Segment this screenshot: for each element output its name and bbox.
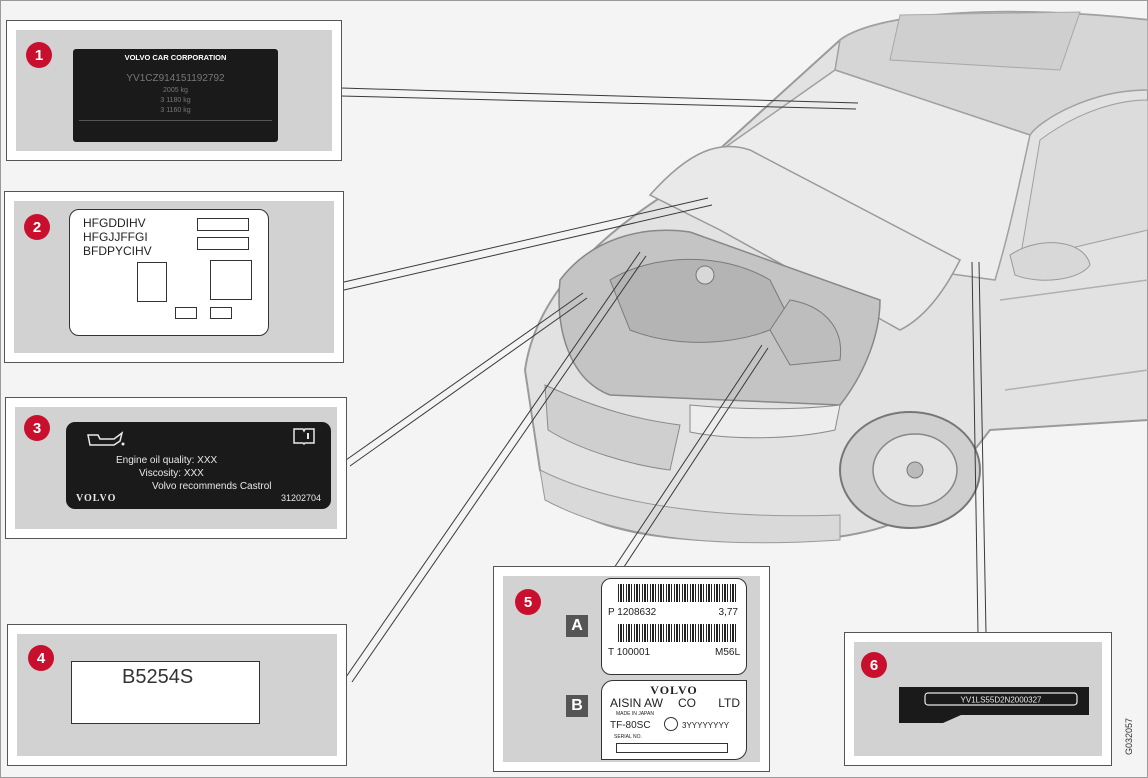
barcode-a-top	[618, 584, 736, 602]
type-label-box-2	[197, 237, 249, 250]
gearbox-b-brand: VOLVO	[650, 683, 698, 697]
grille	[544, 384, 681, 471]
oil-recommend-text: Volvo recommends Castrol	[152, 481, 272, 492]
engine-code-text: B5254S	[122, 666, 194, 688]
gearbox-a-t-code: T 100001	[608, 647, 651, 658]
gearbox-a-ratio: 3,77	[718, 607, 738, 618]
vin-plate-divider	[79, 120, 272, 121]
air-filter-box	[769, 299, 842, 366]
gearbox-b-serial: 3YYYYYYYY	[682, 721, 730, 730]
side-window	[1019, 99, 1148, 261]
windscreen-vin-label: YV1LS55D2N2000327	[899, 687, 1089, 723]
vin-plate-line-b: 3 1180 kg	[160, 97, 191, 104]
leader-lines	[340, 87, 987, 683]
bumper	[539, 469, 841, 544]
gearbox-label-b: VOLVO AISIN AW CO LTD MADE IN JAPAN TF-8…	[601, 680, 747, 760]
vin-plate-line-a: 2005 kg	[163, 87, 188, 94]
vin-plate-heading: VOLVO CAR CORPORATION	[124, 53, 227, 62]
engine-logo	[695, 265, 715, 285]
badge-2: 2	[24, 214, 50, 240]
type-label-line-2: HFGJJFFGI	[83, 230, 148, 244]
panel-6: 6 YV1LS55D2N2000327	[844, 632, 1112, 766]
gearbox-b-ltd: LTD	[718, 696, 740, 710]
type-label-box-1	[197, 218, 249, 231]
gearbox-b-circle	[664, 717, 678, 731]
gearbox-b-serial-box	[616, 743, 728, 753]
side-mirror	[1009, 242, 1091, 281]
oil-label-part-number: 31202704	[280, 493, 321, 503]
gearbox-b-serial-label: SERIAL NO.	[614, 734, 642, 740]
type-approval-label: HFGDDIHV HFGJJFFGI BFDPYCIHV	[69, 209, 269, 336]
gearbox-label-a: P 1208632 3,77 T 100001 M56L	[601, 578, 747, 675]
type-label-box-4	[210, 260, 252, 300]
badge-5: 5	[515, 589, 541, 615]
headlight	[689, 404, 841, 439]
gearbox-a-p-code: P 1208632	[608, 607, 657, 618]
panel-2: 2 HFGDDIHV HFGJJFFGI BFDPYCIHV	[4, 191, 344, 363]
type-label-line-1: HFGDDIHV	[83, 216, 146, 230]
panel-3: 3 Engine oil quality: XXX Viscosity: XXX…	[5, 397, 347, 539]
badge-1: 1	[26, 42, 52, 68]
type-label-box-6	[210, 307, 232, 319]
manual-book-icon	[293, 428, 315, 445]
oil-quality-text: Engine oil quality: XXX	[116, 455, 218, 466]
barcode-a-bottom	[618, 624, 736, 642]
vin-plate-vin: YV1CZ914151192792	[126, 73, 225, 84]
type-label-line-3: BFDPYCIHV	[83, 244, 152, 258]
panel-1: 1 VOLVO CAR CORPORATION YV1CZ91415119279…	[6, 20, 342, 161]
gearbox-b-model: TF-80SC	[610, 720, 651, 731]
type-label-box-5	[175, 307, 197, 319]
vin-plate-line-c: 3 1160 kg	[160, 107, 191, 114]
badge-6: 6	[861, 652, 887, 678]
oil-label-brand: VOLVO	[76, 493, 117, 504]
gearbox-b-made-in: MADE IN JAPAN	[616, 711, 654, 717]
panel-4: 4 B5254S	[7, 624, 347, 766]
letter-a: A	[566, 615, 588, 637]
wheel-hub	[906, 461, 924, 479]
gearbox-a-model: M56L	[714, 647, 740, 658]
engine-code-label: B5254S	[71, 661, 260, 724]
badge-4: 4	[28, 645, 54, 671]
letter-b: B	[566, 695, 588, 717]
oil-can-icon	[87, 431, 125, 446]
panel-5: 5 A P 1208632 3,77 T 100001 M56L B VOLVO…	[493, 566, 770, 772]
badge-3: 3	[24, 415, 50, 441]
windscreen-vin-text: YV1LS55D2N2000327	[961, 696, 1043, 705]
figure-id: G032057	[1124, 718, 1134, 755]
door-lines	[999, 279, 1148, 391]
vin-plate-label: VOLVO CAR CORPORATION YV1CZ914151192792 …	[73, 49, 278, 142]
sunroof	[889, 11, 1081, 71]
oil-viscosity-text: Viscosity: XXX	[139, 468, 204, 479]
gearbox-b-co: CO	[678, 696, 696, 710]
type-label-box-3	[137, 262, 167, 302]
hood	[648, 145, 962, 331]
oil-label: Engine oil quality: XXX Viscosity: XXX V…	[66, 422, 331, 509]
gearbox-b-maker: AISIN AW	[610, 696, 663, 710]
